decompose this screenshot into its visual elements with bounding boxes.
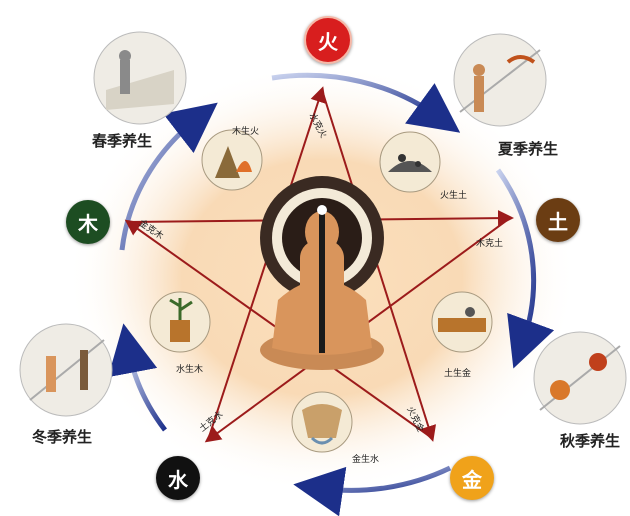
label-wood-earth: 木克土 bbox=[476, 239, 504, 249]
element-metal-label: 金 bbox=[462, 467, 482, 492]
cycle-arrow-earth-metal bbox=[495, 168, 555, 369]
season-label-winter: 冬季养生 bbox=[32, 428, 93, 446]
element-fire-circle: 火 bbox=[304, 16, 352, 64]
label-fire-earth: 火生土 bbox=[440, 191, 468, 201]
label-water-wood: 水生木 bbox=[176, 365, 204, 375]
thumb-water-wood bbox=[149, 291, 211, 353]
season-image-summer bbox=[453, 33, 547, 127]
thumb-metal-water bbox=[291, 391, 353, 453]
element-metal-circle: 金 bbox=[450, 456, 494, 500]
element-earth-circle: 土 bbox=[536, 198, 580, 242]
meditating-figure bbox=[260, 205, 384, 370]
thumb-fire-earth bbox=[379, 131, 441, 193]
element-wood-circle: 木 bbox=[66, 200, 110, 244]
element-water-label: 水 bbox=[168, 467, 188, 492]
season-label-spring: 春季养生 bbox=[92, 132, 153, 150]
control-line-water-fire bbox=[207, 86, 326, 441]
cycle-arrow-fire-earth bbox=[271, 72, 461, 133]
element-earth-label: 土 bbox=[548, 209, 568, 234]
season-label-autumn: 秋季养生 bbox=[560, 432, 621, 450]
label-metal-water: 金生水 bbox=[352, 455, 380, 465]
element-wood-label: 木 bbox=[78, 211, 98, 236]
element-fire-label: 火 bbox=[318, 29, 338, 54]
cycle-arrow-water-wood bbox=[108, 323, 167, 432]
thumb-wood-fire bbox=[201, 129, 263, 191]
label-wood-fire: 木生火 bbox=[232, 127, 260, 137]
element-water-circle: 水 bbox=[156, 456, 200, 500]
cycle-arrow-metal-water bbox=[293, 465, 452, 516]
season-label-summer: 夏季养生 bbox=[498, 140, 559, 158]
season-image-autumn bbox=[533, 331, 627, 425]
label-earth-metal: 土生金 bbox=[444, 369, 472, 379]
thumb-earth-metal bbox=[431, 291, 493, 353]
season-image-spring bbox=[93, 31, 187, 125]
season-image-winter bbox=[19, 323, 113, 417]
